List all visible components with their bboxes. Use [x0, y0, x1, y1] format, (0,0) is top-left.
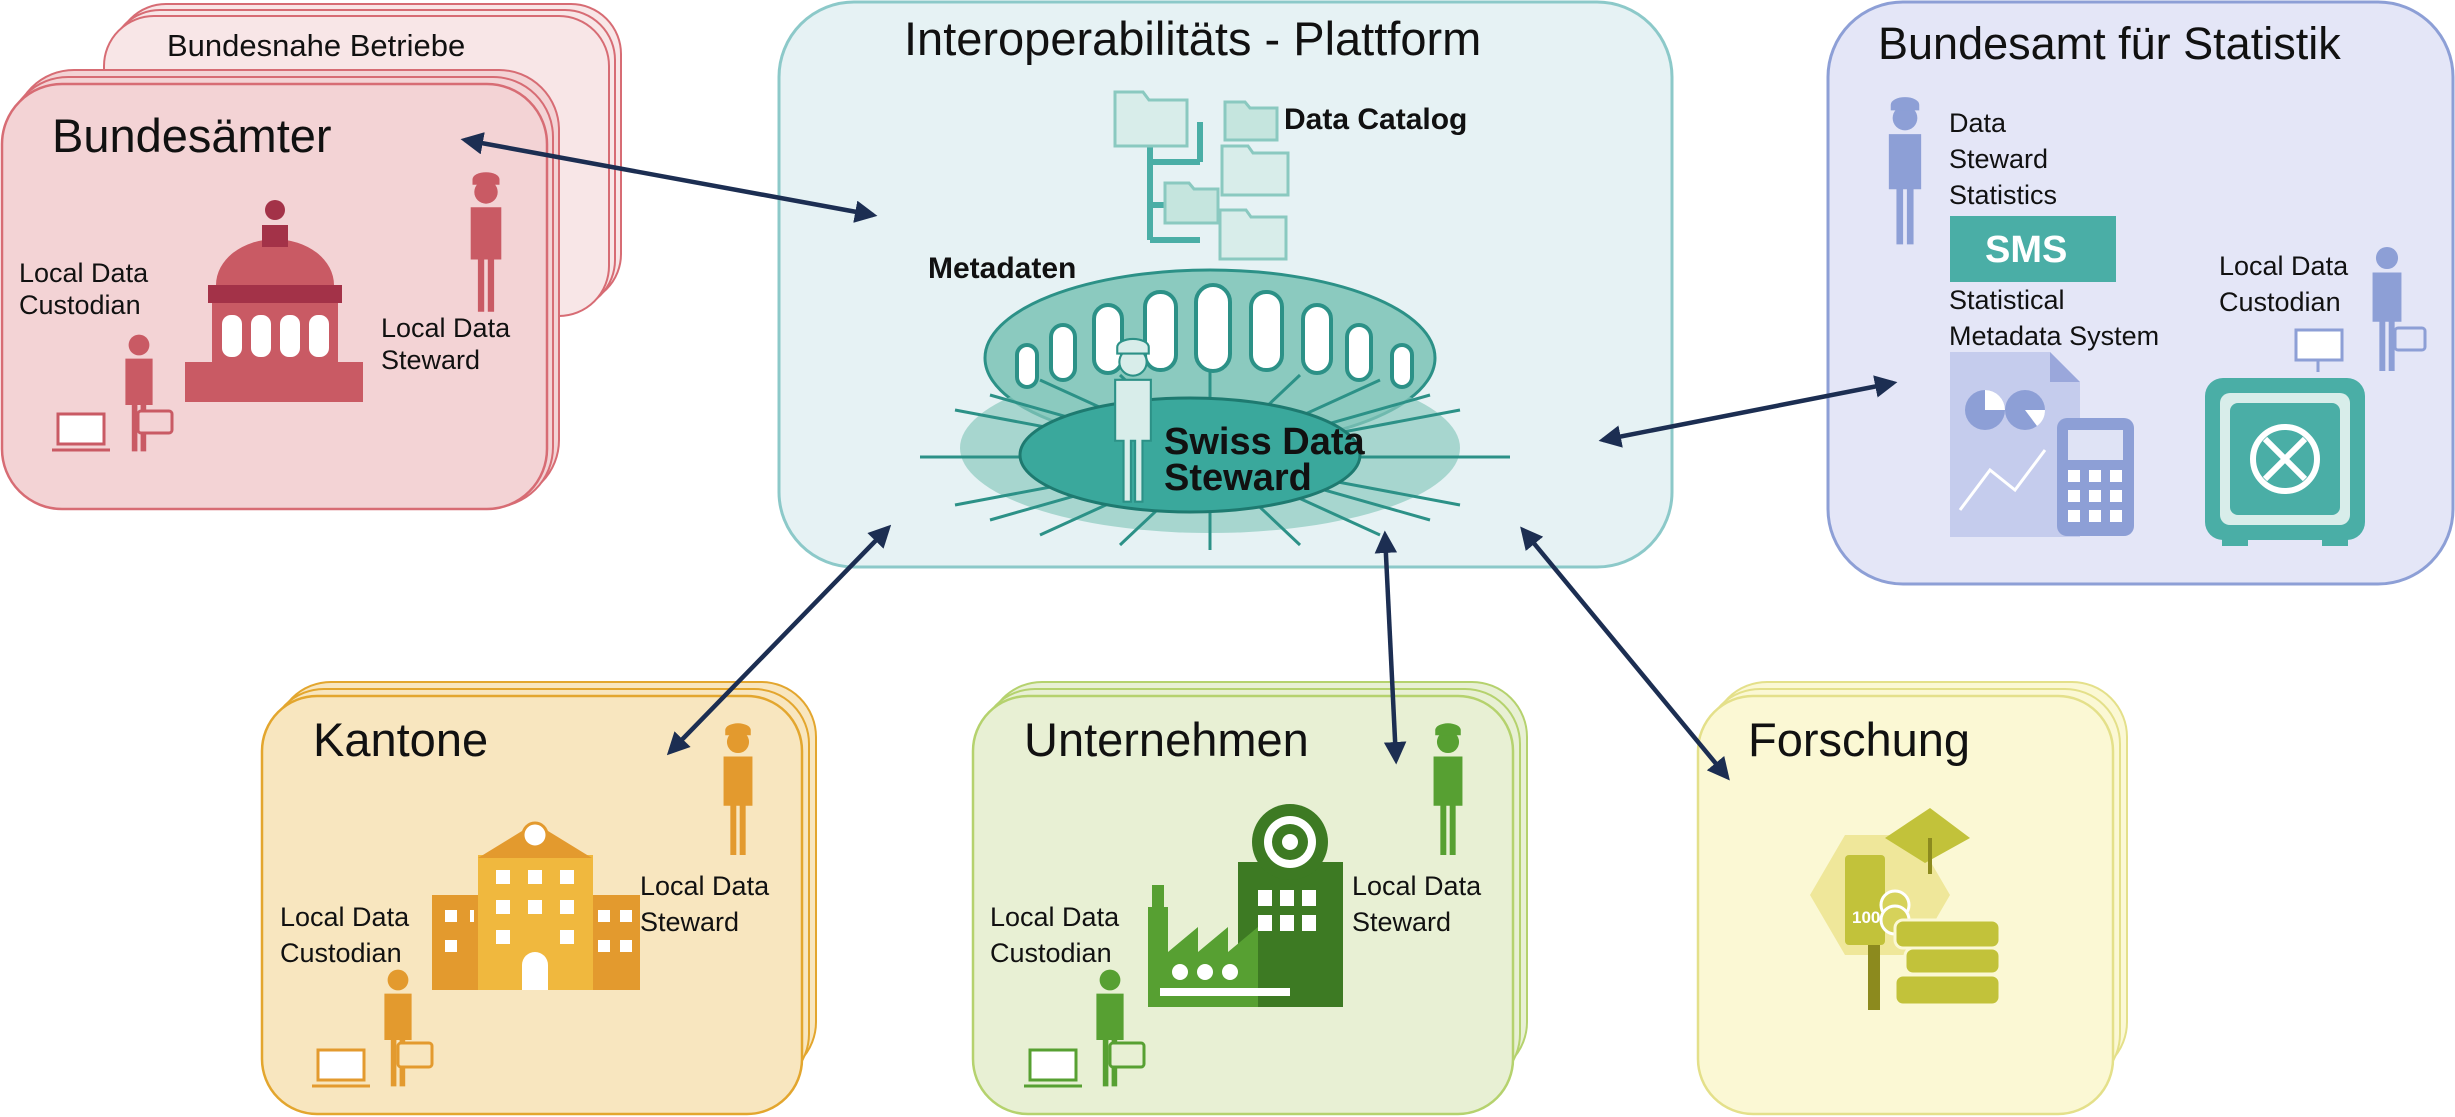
- kantone-title: Kantone: [313, 713, 489, 766]
- unternehmen-custodian-line-2: Custodian: [990, 938, 1112, 968]
- bundesaemter-custodian-line-2: Custodian: [19, 289, 141, 320]
- arrow-platform-bfs: [1598, 375, 1898, 448]
- briefcase-unternehmen-icon: [1108, 1041, 1146, 1069]
- swiss-data-steward-label: Swiss Data Steward: [1164, 421, 1365, 499]
- kantone-custodian-label: Local Data Custodian: [280, 899, 409, 971]
- document-chart-icon: [1950, 352, 2080, 537]
- unternehmen-custodian-label: Local Data Custodian: [990, 899, 1119, 971]
- briefcase-bfs-icon: [2393, 326, 2427, 352]
- metadaten-label: Metadaten: [928, 252, 1077, 285]
- bundesaemter-steward-line-2: Steward: [381, 344, 481, 375]
- bfs-steward-line-3: Statistics: [1949, 180, 2058, 210]
- briefcase-icon: [136, 409, 174, 435]
- bfs-custodian-label: Local Data Custodian: [2219, 248, 2348, 320]
- arrow-bundesaemter-platform: [460, 132, 878, 223]
- swiss-data-steward-line-1: Swiss Data: [1164, 421, 1365, 463]
- unternehmen-steward-line-1: Local Data: [1352, 871, 1482, 901]
- coin-label: 100: [1852, 908, 1881, 927]
- sms-description-line-1: Statistical: [1949, 285, 2065, 315]
- bundesaemter-steward-line-1: Local Data: [381, 313, 511, 343]
- bundesaemter-title: Bundesämter: [52, 109, 332, 162]
- bundesaemter-steward-label: Local Data Steward: [381, 313, 510, 377]
- arrow-platform-forschung: [1520, 526, 1730, 781]
- metadata-ring: [920, 268, 1510, 550]
- bundesaemter-custodian-line-1: Local Data: [19, 258, 149, 288]
- arrow-platform-unternehmen: [1374, 530, 1407, 765]
- bfs-custodian-line-2: Custodian: [2219, 287, 2341, 317]
- unternehmen-steward-line-2: Steward: [1352, 907, 1452, 937]
- unternehmen-custodian-line-1: Local Data: [990, 902, 1120, 932]
- computer-bfs-icon: [2294, 328, 2344, 372]
- parliament-building-icon: [185, 200, 363, 402]
- connection-arrows: [460, 132, 1898, 781]
- data-catalog-label: Data Catalog: [1284, 103, 1468, 136]
- unternehmen-title: Unternehmen: [1024, 713, 1309, 766]
- safe-icon: [2205, 378, 2365, 546]
- kantone-steward-line-1: Local Data: [640, 871, 770, 901]
- research-icon: [1810, 808, 2002, 1010]
- sms-box: [1950, 216, 2116, 282]
- briefcase-kantone-icon: [396, 1041, 434, 1069]
- bundesnahe-title: Bundesnahe Betriebe: [167, 28, 466, 63]
- data-catalog-icon: [1113, 90, 1290, 261]
- swiss-data-steward-line-2: Steward: [1164, 457, 1312, 499]
- sms-description: Statistical Metadata System: [1949, 282, 2159, 354]
- forschung-title: Forschung: [1748, 713, 1971, 766]
- sms-label: SMS: [1985, 229, 2068, 271]
- computer-icon: [52, 412, 110, 452]
- factory-icon: [1148, 804, 1343, 1007]
- kantone-custodian-line-1: Local Data: [280, 902, 410, 932]
- bundesaemter-custodian-label: Local Data Custodian: [19, 258, 148, 322]
- platform-title: Interoperabilitäts - Plattform: [904, 12, 1482, 65]
- bfs-title: Bundesamt für Statistik: [1878, 18, 2341, 69]
- kantone-steward-line-2: Steward: [640, 907, 740, 937]
- bfs-steward-line-2: Steward: [1949, 144, 2049, 174]
- sms-description-line-2: Metadata System: [1949, 321, 2160, 351]
- bfs-custodian-line-1: Local Data: [2219, 251, 2349, 281]
- cantonal-building-icon: [432, 821, 640, 990]
- kantone-custodian-line-2: Custodian: [280, 938, 402, 968]
- computer-kantone-icon: [312, 1048, 370, 1088]
- arrow-platform-kantone: [666, 524, 892, 756]
- bfs-steward-label: Data Steward Statistics: [1949, 105, 2057, 213]
- calculator-icon: [2057, 418, 2134, 536]
- kantone-steward-label: Local Data Steward: [640, 868, 769, 940]
- computer-unternehmen-icon: [1024, 1048, 1082, 1088]
- bfs-steward-line-1: Data: [1949, 108, 2007, 138]
- unternehmen-steward-label: Local Data Steward: [1352, 868, 1481, 940]
